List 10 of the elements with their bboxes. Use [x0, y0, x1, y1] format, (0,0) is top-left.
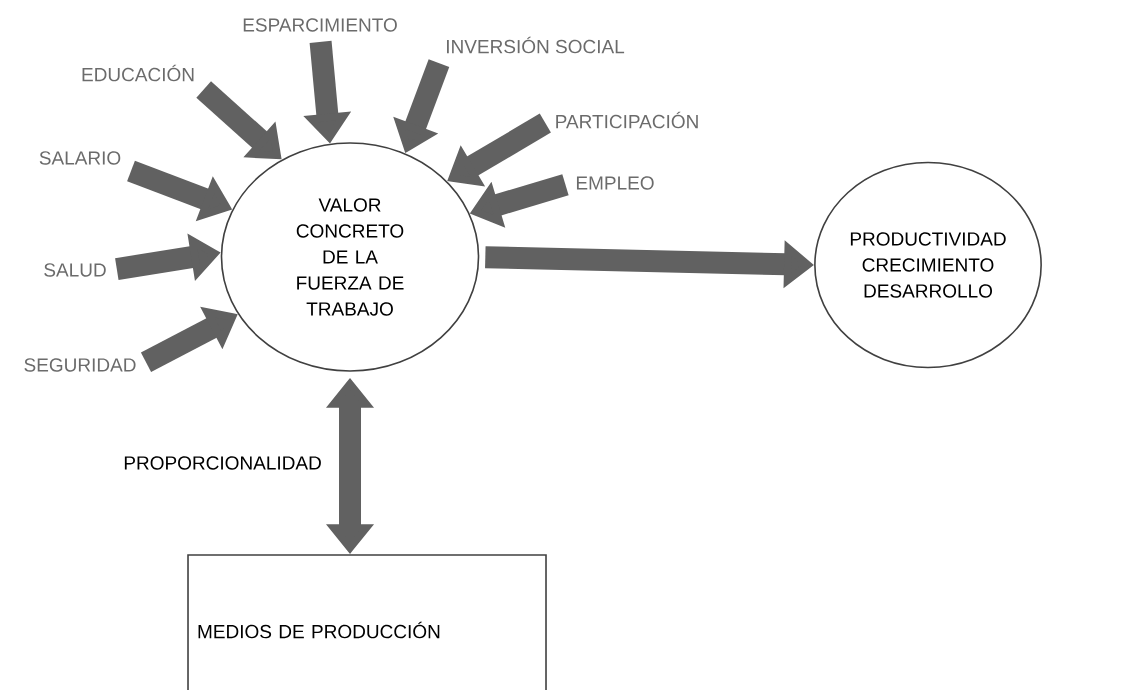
factor-label: EDUCACIÓN — [82, 64, 194, 82]
process-box: MEDIOS DE PRODUCCIÓN — [187, 554, 547, 690]
factor-label: EMPLEO — [576, 176, 654, 190]
factor-label: SALARIO — [39, 151, 121, 165]
factor-label: PARTICIPACIÓN — [556, 111, 698, 129]
factor-label: SEGURIDAD — [24, 358, 136, 372]
factor-label: ESPARCIMIENTO — [243, 18, 397, 32]
factor-label: SALUD — [44, 263, 106, 277]
factor-label: INVERSIÓN SOCIAL — [447, 36, 625, 54]
edge-label: PROPORCIONALIDAD — [121, 454, 324, 472]
